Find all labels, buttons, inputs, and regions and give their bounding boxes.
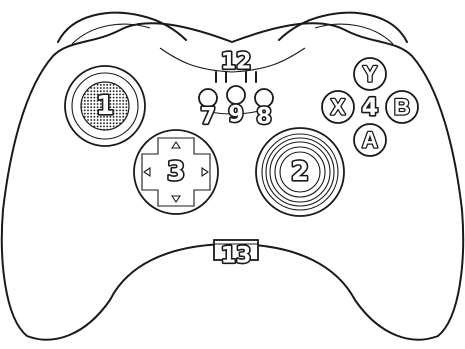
callout-shoulder: 12 bbox=[221, 50, 252, 75]
left-bumper[interactable] bbox=[58, 13, 186, 42]
callout-connector: 13 bbox=[221, 244, 252, 269]
callout-button-8: 8 bbox=[256, 105, 271, 130]
callout-face-buttons: 4 bbox=[362, 93, 379, 121]
callout-button-9: 9 bbox=[228, 103, 243, 128]
face-letter-b: B bbox=[394, 95, 410, 120]
right-bumper[interactable] bbox=[279, 13, 407, 42]
face-letter-y: Y bbox=[363, 62, 378, 87]
face-letter-x: X bbox=[331, 95, 346, 120]
face-letter-a: A bbox=[362, 128, 378, 153]
callout-dpad: 3 bbox=[167, 157, 185, 187]
callout-button-7: 7 bbox=[200, 105, 215, 130]
button-9[interactable] bbox=[227, 86, 245, 104]
callout-right-stick: 2 bbox=[291, 157, 309, 187]
callout-left-stick: 1 bbox=[96, 91, 114, 121]
